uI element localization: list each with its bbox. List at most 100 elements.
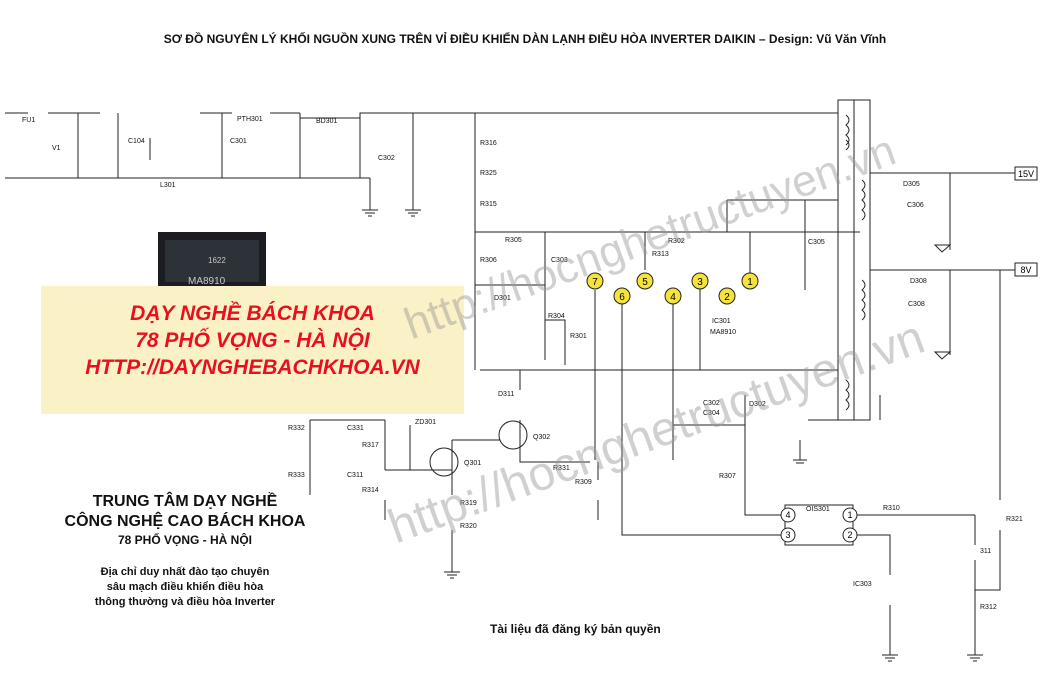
- label-q302: Q302: [533, 434, 550, 441]
- transformer: [837, 99, 871, 421]
- label-fu1: FU1: [22, 117, 35, 124]
- bridge-rectifier: [299, 117, 361, 179]
- label-d308: D308: [910, 278, 927, 285]
- label-r302: R302: [668, 238, 685, 245]
- label-r312: R312: [980, 604, 997, 611]
- pin-3-label: 3: [697, 277, 703, 288]
- transistor-q302: [498, 420, 528, 450]
- svg-text:MA8910: MA8910: [188, 276, 226, 287]
- svg-text:3: 3: [785, 530, 790, 540]
- output-8v: 8V: [1020, 265, 1031, 275]
- label-r321: R321: [1006, 516, 1023, 523]
- pin-7: [586, 272, 604, 290]
- label-r314: R314: [362, 487, 379, 494]
- component-labels: FU1 V1 C104 L301 C301 PTH301 BD301 C302 …: [22, 116, 1023, 611]
- label-ma8910: MA8910: [710, 329, 736, 336]
- label-r311: 311: [980, 548, 991, 555]
- promo-line-2: 78 PHỐ VỌNG - HÀ NỘI: [135, 329, 370, 352]
- svg-text:2: 2: [847, 530, 852, 540]
- label-r333: R333: [288, 472, 305, 479]
- label-r320: R320: [460, 523, 477, 530]
- label-r331: R331: [553, 465, 570, 472]
- label-d305: D305: [903, 181, 920, 188]
- pin-6: [613, 287, 631, 305]
- chip-photo: 1622 MA8910: [158, 232, 266, 287]
- output-8v-box: [1014, 262, 1038, 277]
- label-r325: R325: [480, 170, 497, 177]
- copyright-note: Tài liệu đã đăng ký bản quyền: [490, 622, 661, 636]
- pin-2: [718, 287, 736, 305]
- center-desc-line-3: thông thường và điều hòa Inverter: [94, 596, 276, 608]
- opto-pins: 4 3 1 2: [780, 507, 858, 543]
- label-c303: C303: [551, 257, 568, 264]
- label-c331: C331: [347, 425, 364, 432]
- ground-symbols: [362, 209, 983, 662]
- label-c304: C304: [703, 410, 720, 417]
- pin-5: [636, 272, 654, 290]
- pin-1-label: 1: [747, 277, 753, 288]
- label-c301: C301: [230, 138, 247, 145]
- label-d301: D301: [494, 295, 511, 302]
- center-address: 78 PHỐ VỌNG - HÀ NỘI: [117, 533, 253, 547]
- label-d311: D311: [498, 391, 514, 398]
- label-d302: D302: [749, 401, 766, 408]
- label-r332: R332: [288, 425, 305, 432]
- label-r301: R301: [570, 333, 587, 340]
- diagram-title: SƠ ĐỒ NGUYÊN LÝ KHỐI NGUỒN XUNG TRÊN VỈ …: [163, 32, 887, 46]
- svg-text:1: 1: [847, 510, 852, 520]
- ground-triangle: [933, 244, 952, 360]
- svg-text:4: 4: [785, 510, 790, 520]
- label-bd301: BD301: [316, 118, 338, 125]
- label-c306: C306: [907, 202, 924, 209]
- label-r319: R319: [460, 500, 477, 507]
- label-c302: C302: [378, 155, 395, 162]
- label-v1: V1: [52, 145, 61, 152]
- label-l301: L301: [160, 182, 176, 189]
- pin-4-label: 4: [670, 292, 676, 303]
- label-r304: R304: [548, 313, 565, 320]
- label-q301: Q301: [464, 460, 481, 467]
- promo-line-1: DẠY NGHỀ BÁCH KHOA: [130, 302, 375, 325]
- pin-4: [664, 287, 682, 305]
- center-name: TRUNG TÂM DẠY NGHỀ CÔNG NGHỆ CAO BÁCH KH…: [40, 492, 330, 532]
- label-zd301: ZD301: [415, 419, 436, 426]
- label-r310: R310: [883, 505, 900, 512]
- label-r307: R307: [719, 473, 736, 480]
- label-r306: R306: [480, 257, 497, 264]
- transistor-q301: [429, 447, 459, 477]
- output-15v-box: [1014, 166, 1038, 181]
- label-r309: R309: [575, 479, 592, 486]
- label-c311: C311: [347, 472, 363, 479]
- promo-banner: DẠY NGHỀ BÁCH KHOA 78 PHỐ VỌNG - HÀ NỘI …: [41, 286, 464, 414]
- label-r315: R315: [480, 201, 497, 208]
- label-pth301: PTH301: [237, 116, 263, 123]
- label-r317: R317: [362, 442, 379, 449]
- pin-7-label: 7: [592, 277, 598, 288]
- ic-pins: 7 5 3 1 6 4 2: [586, 272, 759, 305]
- label-c104: C104: [128, 138, 145, 145]
- label-r316: R316: [480, 140, 497, 147]
- pin-1: [741, 272, 759, 290]
- pin-5-label: 5: [642, 277, 648, 288]
- output-15v: 15V: [1018, 169, 1034, 179]
- label-r305: R305: [505, 237, 522, 244]
- label-ic303: IC303: [853, 581, 872, 588]
- pin-6-label: 6: [619, 292, 625, 303]
- center-name-line-1: TRUNG TÂM DẠY NGHỀ: [92, 493, 278, 510]
- center-desc-line-1: Địa chỉ duy nhất đào tạo chuyên: [100, 566, 270, 578]
- center-name-line-2: CÔNG NGHỆ CAO BÁCH KHOA: [64, 513, 306, 530]
- label-ois301: OIS301: [806, 506, 830, 513]
- label-c302b: C302: [703, 400, 720, 407]
- promo-line-3: HTTP://DAYNGHEBACHKHOA.VN: [85, 356, 420, 379]
- center-description: Địa chỉ duy nhất đào tạo chuyên sâu mạch…: [40, 565, 330, 610]
- center-desc-line-2: sâu mạch điều khiển điều hòa: [106, 581, 264, 593]
- label-ic301: IC301: [712, 318, 731, 325]
- label-r313: R313: [652, 251, 669, 258]
- pin-3: [691, 272, 709, 290]
- label-c305: C305: [808, 239, 825, 246]
- pin-2-label: 2: [724, 292, 730, 303]
- optocoupler: [784, 504, 854, 546]
- label-c308: C308: [908, 301, 925, 308]
- svg-text:1622: 1622: [208, 256, 226, 265]
